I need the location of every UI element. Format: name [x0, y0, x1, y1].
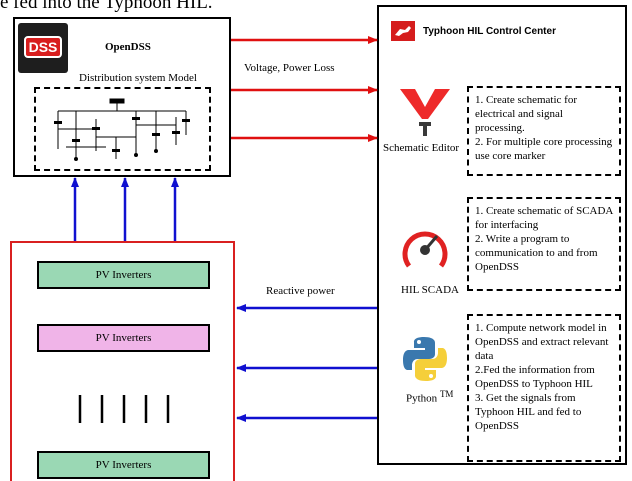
voltage-power-loss-label: Voltage, Power Loss	[244, 62, 335, 74]
schematic-note-line-1: 1. Create schematic for electrical and s…	[475, 94, 578, 134]
pv-inverter-1: PV Inverters	[37, 261, 210, 289]
schematic-editor-icon	[400, 89, 450, 136]
distribution-model-label: Distribution system Model	[79, 72, 197, 84]
hil-scada-gauge-icon	[402, 231, 448, 268]
schematic-editor-label: Schematic Editor	[383, 142, 460, 154]
reactive-power-label: Reactive power	[266, 285, 335, 297]
network-schematic-icon	[54, 98, 190, 161]
typhoon-title: Typhoon HIL Control Center	[423, 26, 556, 37]
pv-inverter-2: PV Inverters	[37, 324, 210, 352]
opendss-title: OpenDSS	[105, 41, 151, 53]
scada-note: 1. Create schematic of SCADA for interfa…	[467, 197, 621, 291]
python-note: 1. Compute network model in OpenDSS and …	[467, 314, 621, 462]
python-label-text: Python	[406, 392, 438, 405]
scada-note-line-1: 1. Create schematic of SCADA for interfa…	[475, 205, 613, 231]
scada-note-line-2: 2. Write a program to communication to a…	[475, 233, 598, 273]
typhoon-logo-icon	[391, 21, 415, 41]
distribution-network-diagram	[34, 87, 211, 171]
typhoon-control-center-box: Typhoon HIL Control Center Schematic Edi…	[377, 5, 627, 465]
python-note-line-3: 3. Get the signals from Typhoon HIL and …	[475, 392, 582, 432]
opendss-box: DSS OpenDSS Distribution system Model	[13, 17, 231, 177]
python-label: Python TM	[406, 389, 453, 405]
python-tm: TM	[439, 389, 454, 399]
python-note-line-1: 1. Compute network model in OpenDSS and …	[475, 322, 609, 362]
opendss-logo-icon: DSS	[18, 23, 68, 73]
python-logo-icon	[403, 337, 447, 381]
opendss-logo-text: DSS	[24, 36, 62, 58]
schematic-note-line-2: 2. For multiple core processing use core…	[475, 136, 613, 162]
schematic-note: 1. Create schematic for electrical and s…	[467, 86, 621, 176]
python-note-line-2: 2.Fed the information from OpenDSS to Ty…	[475, 364, 595, 390]
hil-scada-label: HIL SCADA	[401, 284, 459, 296]
top-caption: e fed into the Typhoon HIL.	[0, 0, 213, 13]
ellipsis-bars	[78, 395, 170, 423]
